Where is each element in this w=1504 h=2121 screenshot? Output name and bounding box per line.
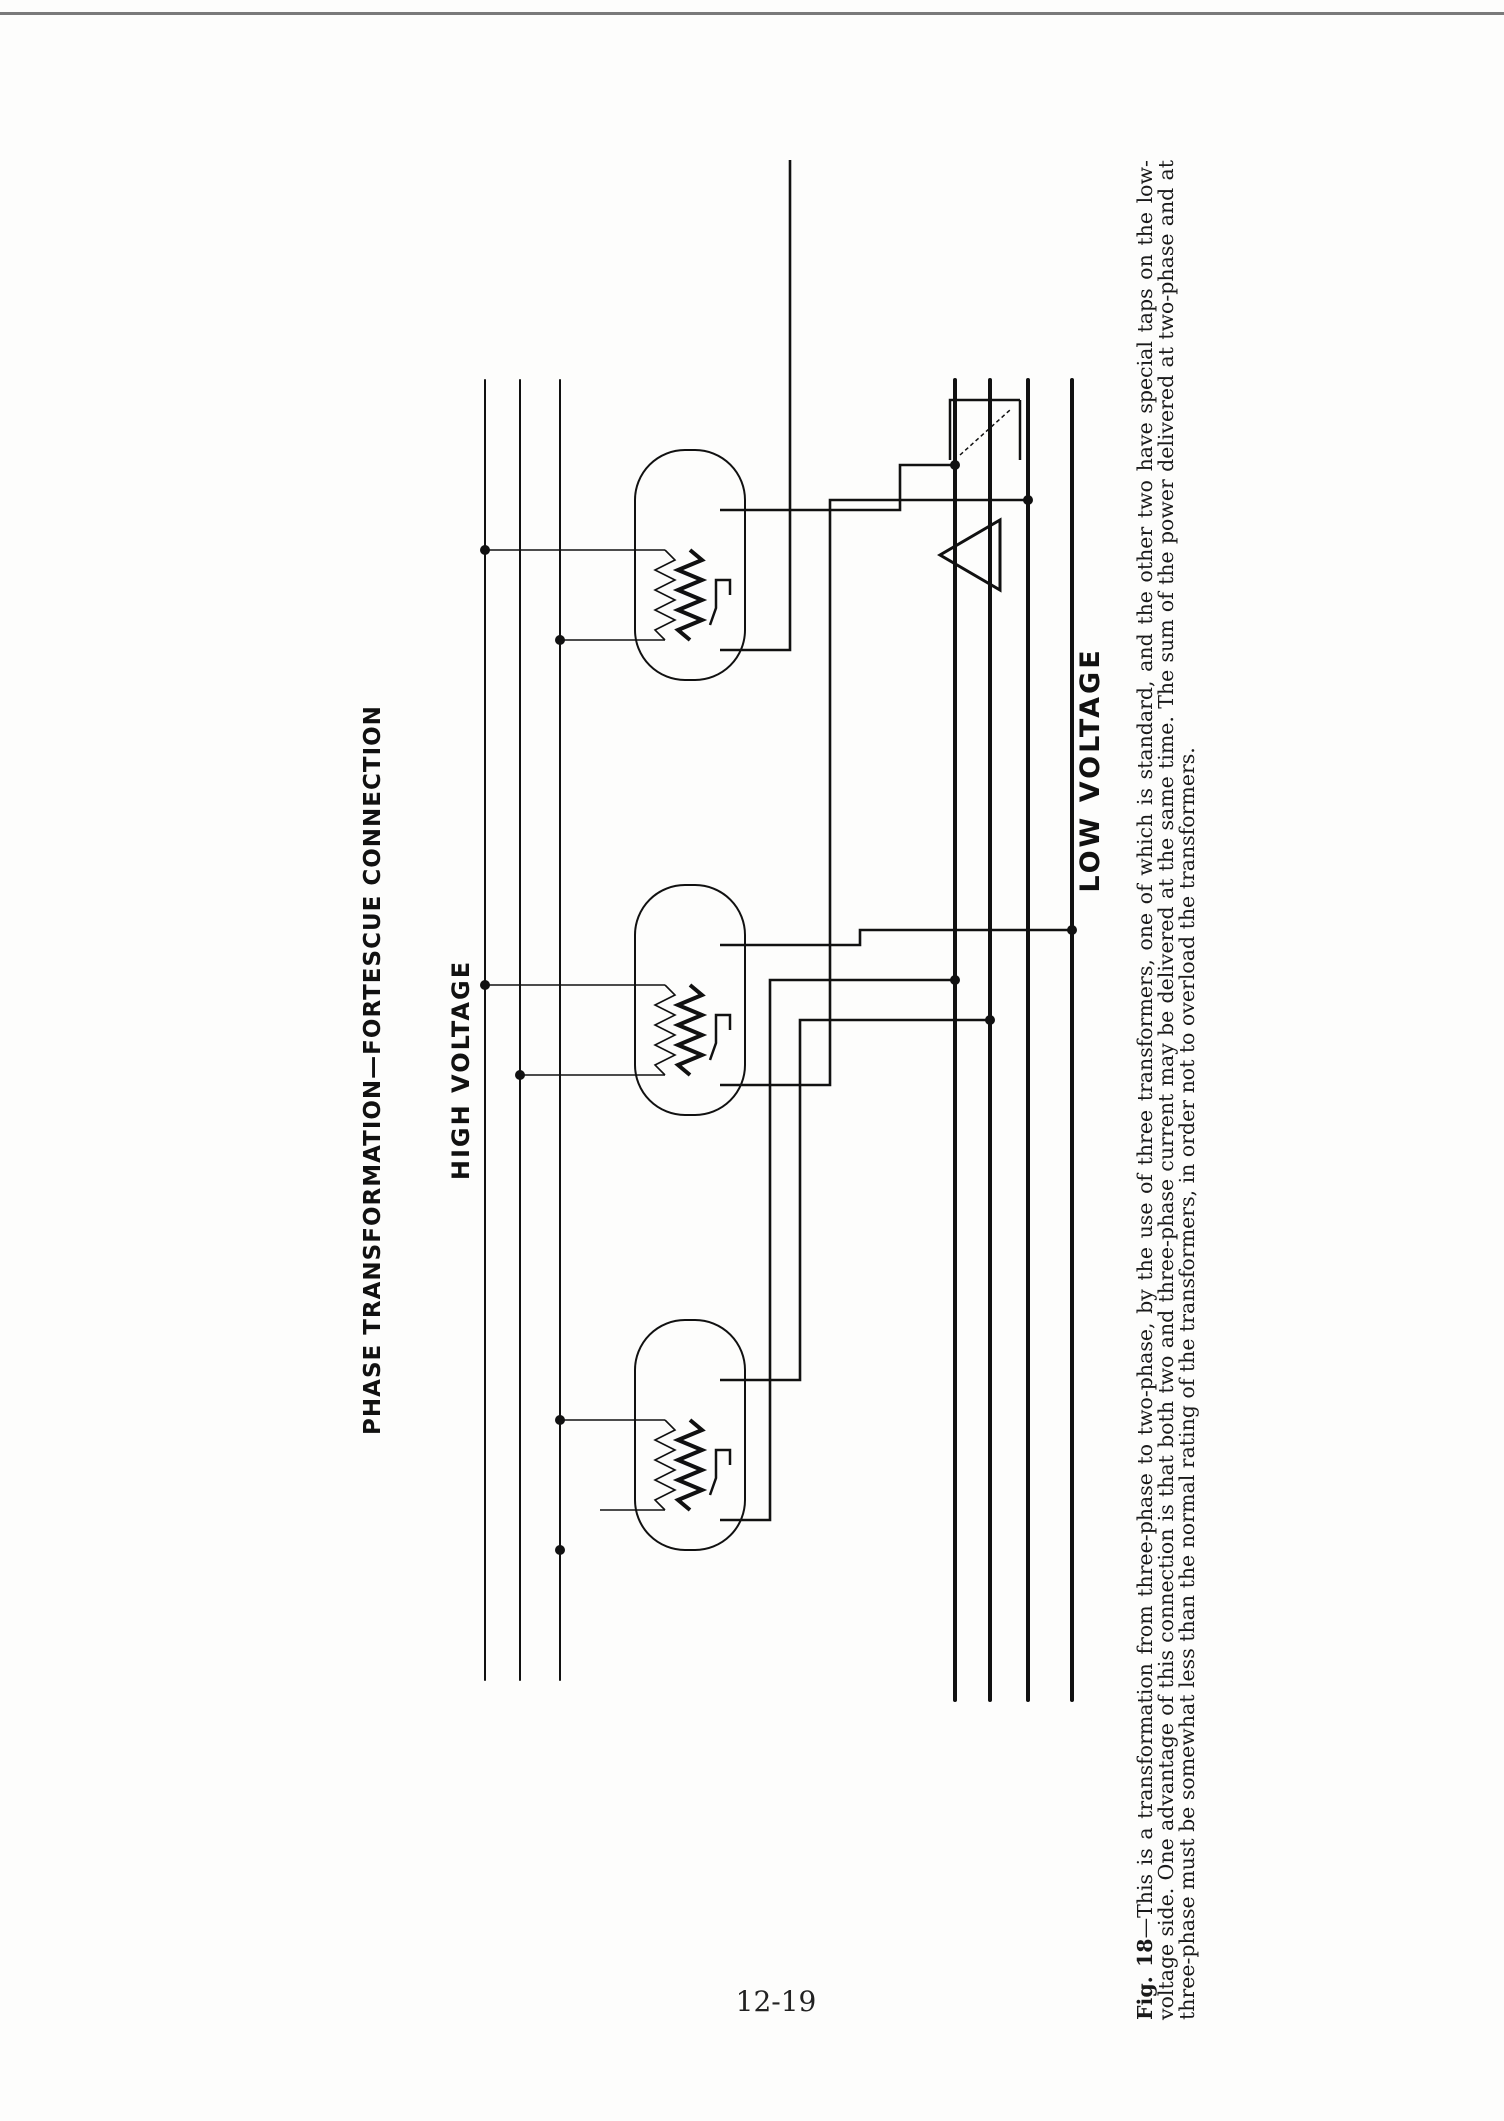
fortescue-wiring-diagram: [480, 160, 1077, 1702]
transformer-2: [485, 884, 746, 1116]
two-phase-symbol: [948, 398, 1022, 460]
lv-wire-2: [720, 1018, 990, 1382]
transformer-3: [485, 449, 746, 681]
junction-dots: [480, 460, 1077, 1555]
caption-text: —This is a transformation from three-pha…: [1133, 160, 1199, 2020]
rotated-figure: PHASE TRANSFORMATION—FORTESCUE CONNECTIO…: [360, 120, 1240, 2020]
top-edge-line: [0, 12, 1504, 15]
lv-wire-4: [720, 928, 1072, 947]
lv-wire-3: [720, 498, 1028, 1087]
lv-wire-5: [720, 160, 792, 652]
figure-caption: Fig. 18—This is a transformation from th…: [1133, 160, 1199, 2020]
lv-wire-1: [720, 978, 955, 1522]
low-voltage-label: LOW VOLTAGE: [1075, 647, 1106, 893]
transformer-1: [560, 1319, 746, 1551]
lv-wire-6: [720, 463, 955, 512]
page-number: 12-19: [735, 1985, 817, 2018]
delta-symbol: [937, 517, 1002, 593]
